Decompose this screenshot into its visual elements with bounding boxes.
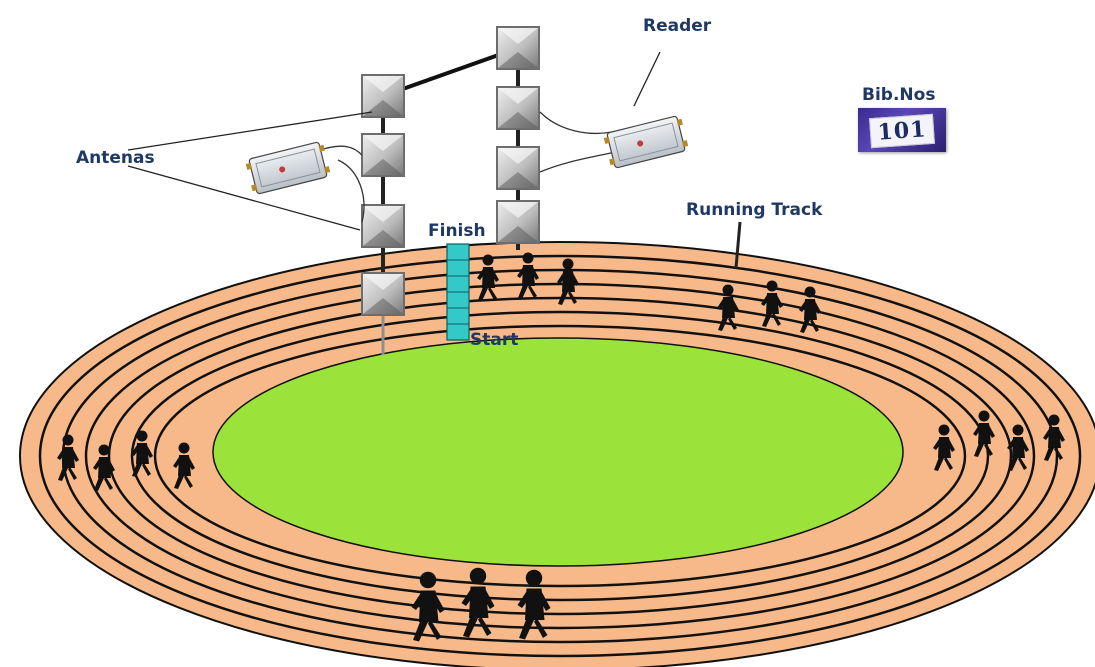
running-track <box>19 241 1095 667</box>
bib-number: 101 <box>876 116 928 146</box>
finish-gate <box>446 243 470 341</box>
antenna-panel-icon <box>496 200 540 244</box>
antenna-panel-icon <box>496 86 540 130</box>
bib-number-card: 101 <box>858 108 946 152</box>
bib-number-tag: 101 <box>869 113 935 149</box>
rfid-reader-icon <box>245 141 331 195</box>
start-label: Start <box>470 330 519 350</box>
antenna-panel-icon <box>361 133 405 177</box>
antenna-panel-icon <box>496 146 540 190</box>
antenna-panel-icon <box>496 26 540 70</box>
antennas-label: Antenas <box>76 148 155 168</box>
antenna-panel-icon <box>361 272 405 316</box>
bib-nos-label: Bib.Nos <box>862 85 936 105</box>
infield-grass <box>212 337 904 567</box>
antenna-panel-icon <box>361 74 405 118</box>
mast-crossbar <box>382 46 519 98</box>
reader-label: Reader <box>643 16 712 36</box>
antenna-panel-icon <box>361 204 405 248</box>
finish-label: Finish <box>428 221 486 241</box>
running-track-label: Running Track <box>686 200 823 220</box>
callout-lines <box>127 51 742 269</box>
rfid-reader-icon <box>603 115 689 169</box>
